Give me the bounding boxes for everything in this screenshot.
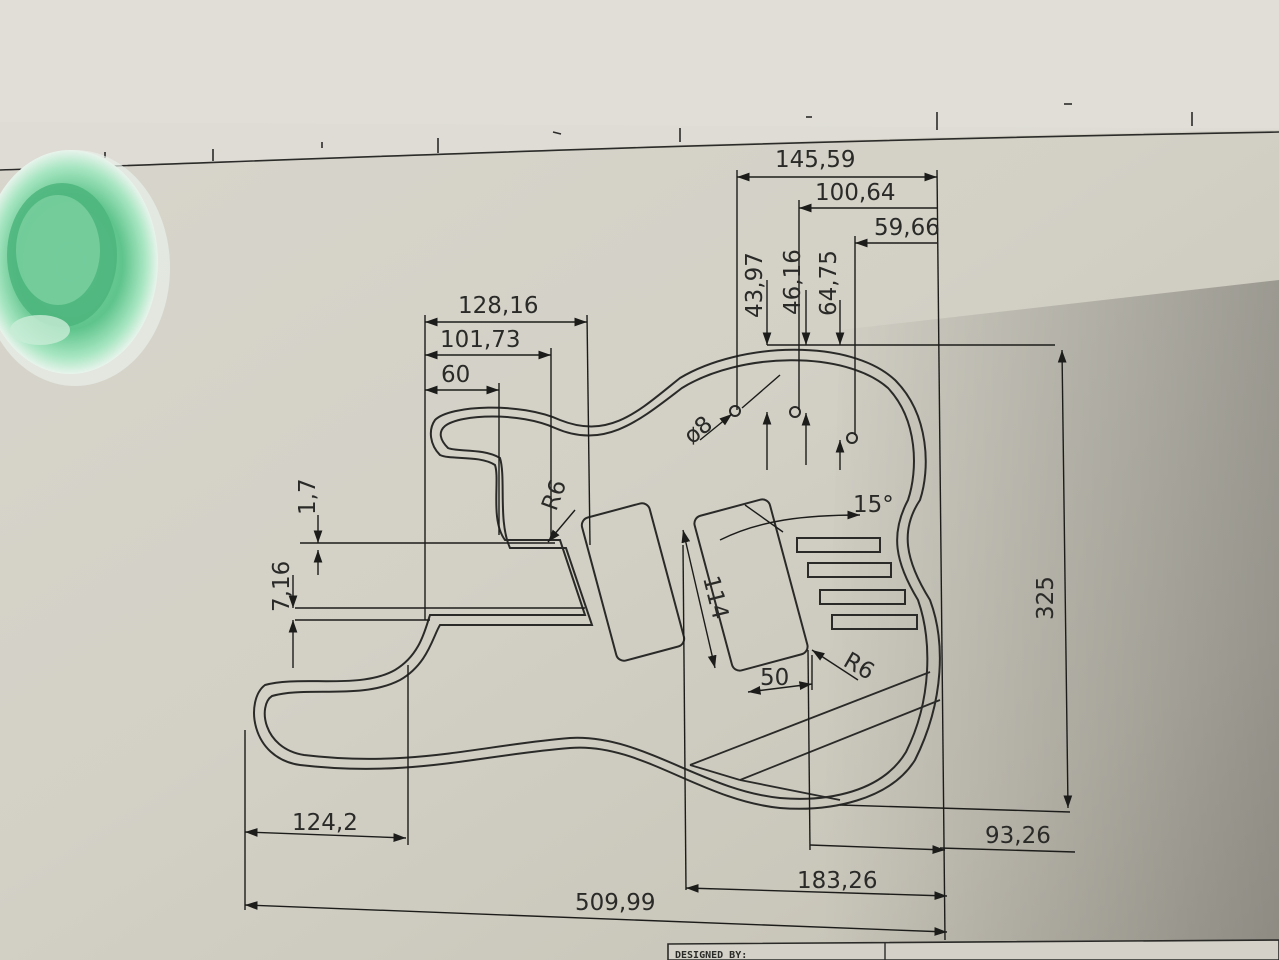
control-holes xyxy=(729,405,858,444)
knob-hole-1 xyxy=(729,405,741,417)
dim-1-7: 1,7 xyxy=(295,478,321,515)
green-glass-icon xyxy=(0,150,170,386)
dim-15-deg: 15° xyxy=(853,492,894,518)
dim-64-75: 64,75 xyxy=(816,250,842,316)
neck-pickup xyxy=(580,502,686,662)
upper-sheet xyxy=(0,0,1279,128)
designed-by-label: DESIGNED BY: xyxy=(675,950,747,960)
dim-93-26: 93,26 xyxy=(985,823,1051,849)
dim-145-59: 145,59 xyxy=(775,147,855,173)
dim-128-16: 128,16 xyxy=(458,293,538,319)
dim-124-2: 124,2 xyxy=(292,810,358,836)
knob-hole-3 xyxy=(846,432,858,444)
control-plate-lines xyxy=(689,671,941,801)
dim-509-99: 509,99 xyxy=(575,890,655,916)
dim-50: 50 xyxy=(760,665,789,691)
dim-325: 325 xyxy=(1033,576,1059,620)
knob-hole-2 xyxy=(789,406,801,418)
dimension-lines xyxy=(244,169,1076,941)
dim-46-16: 46,16 xyxy=(780,249,806,315)
bridge-slots xyxy=(796,537,918,630)
dim-59-66: 59,66 xyxy=(874,215,940,241)
title-block: DESIGNED BY: xyxy=(667,939,1279,960)
dim-7-16: 7,16 xyxy=(269,561,295,612)
border-line xyxy=(0,103,1279,171)
dim-43-97: 43,97 xyxy=(742,252,768,318)
dim-60: 60 xyxy=(441,362,470,388)
guitar-body-outline xyxy=(253,348,941,810)
dim-183-26: 183,26 xyxy=(797,868,877,894)
paper-shadow xyxy=(820,280,1279,960)
dim-101-73: 101,73 xyxy=(440,327,520,353)
dim-100-64: 100,64 xyxy=(815,180,895,206)
